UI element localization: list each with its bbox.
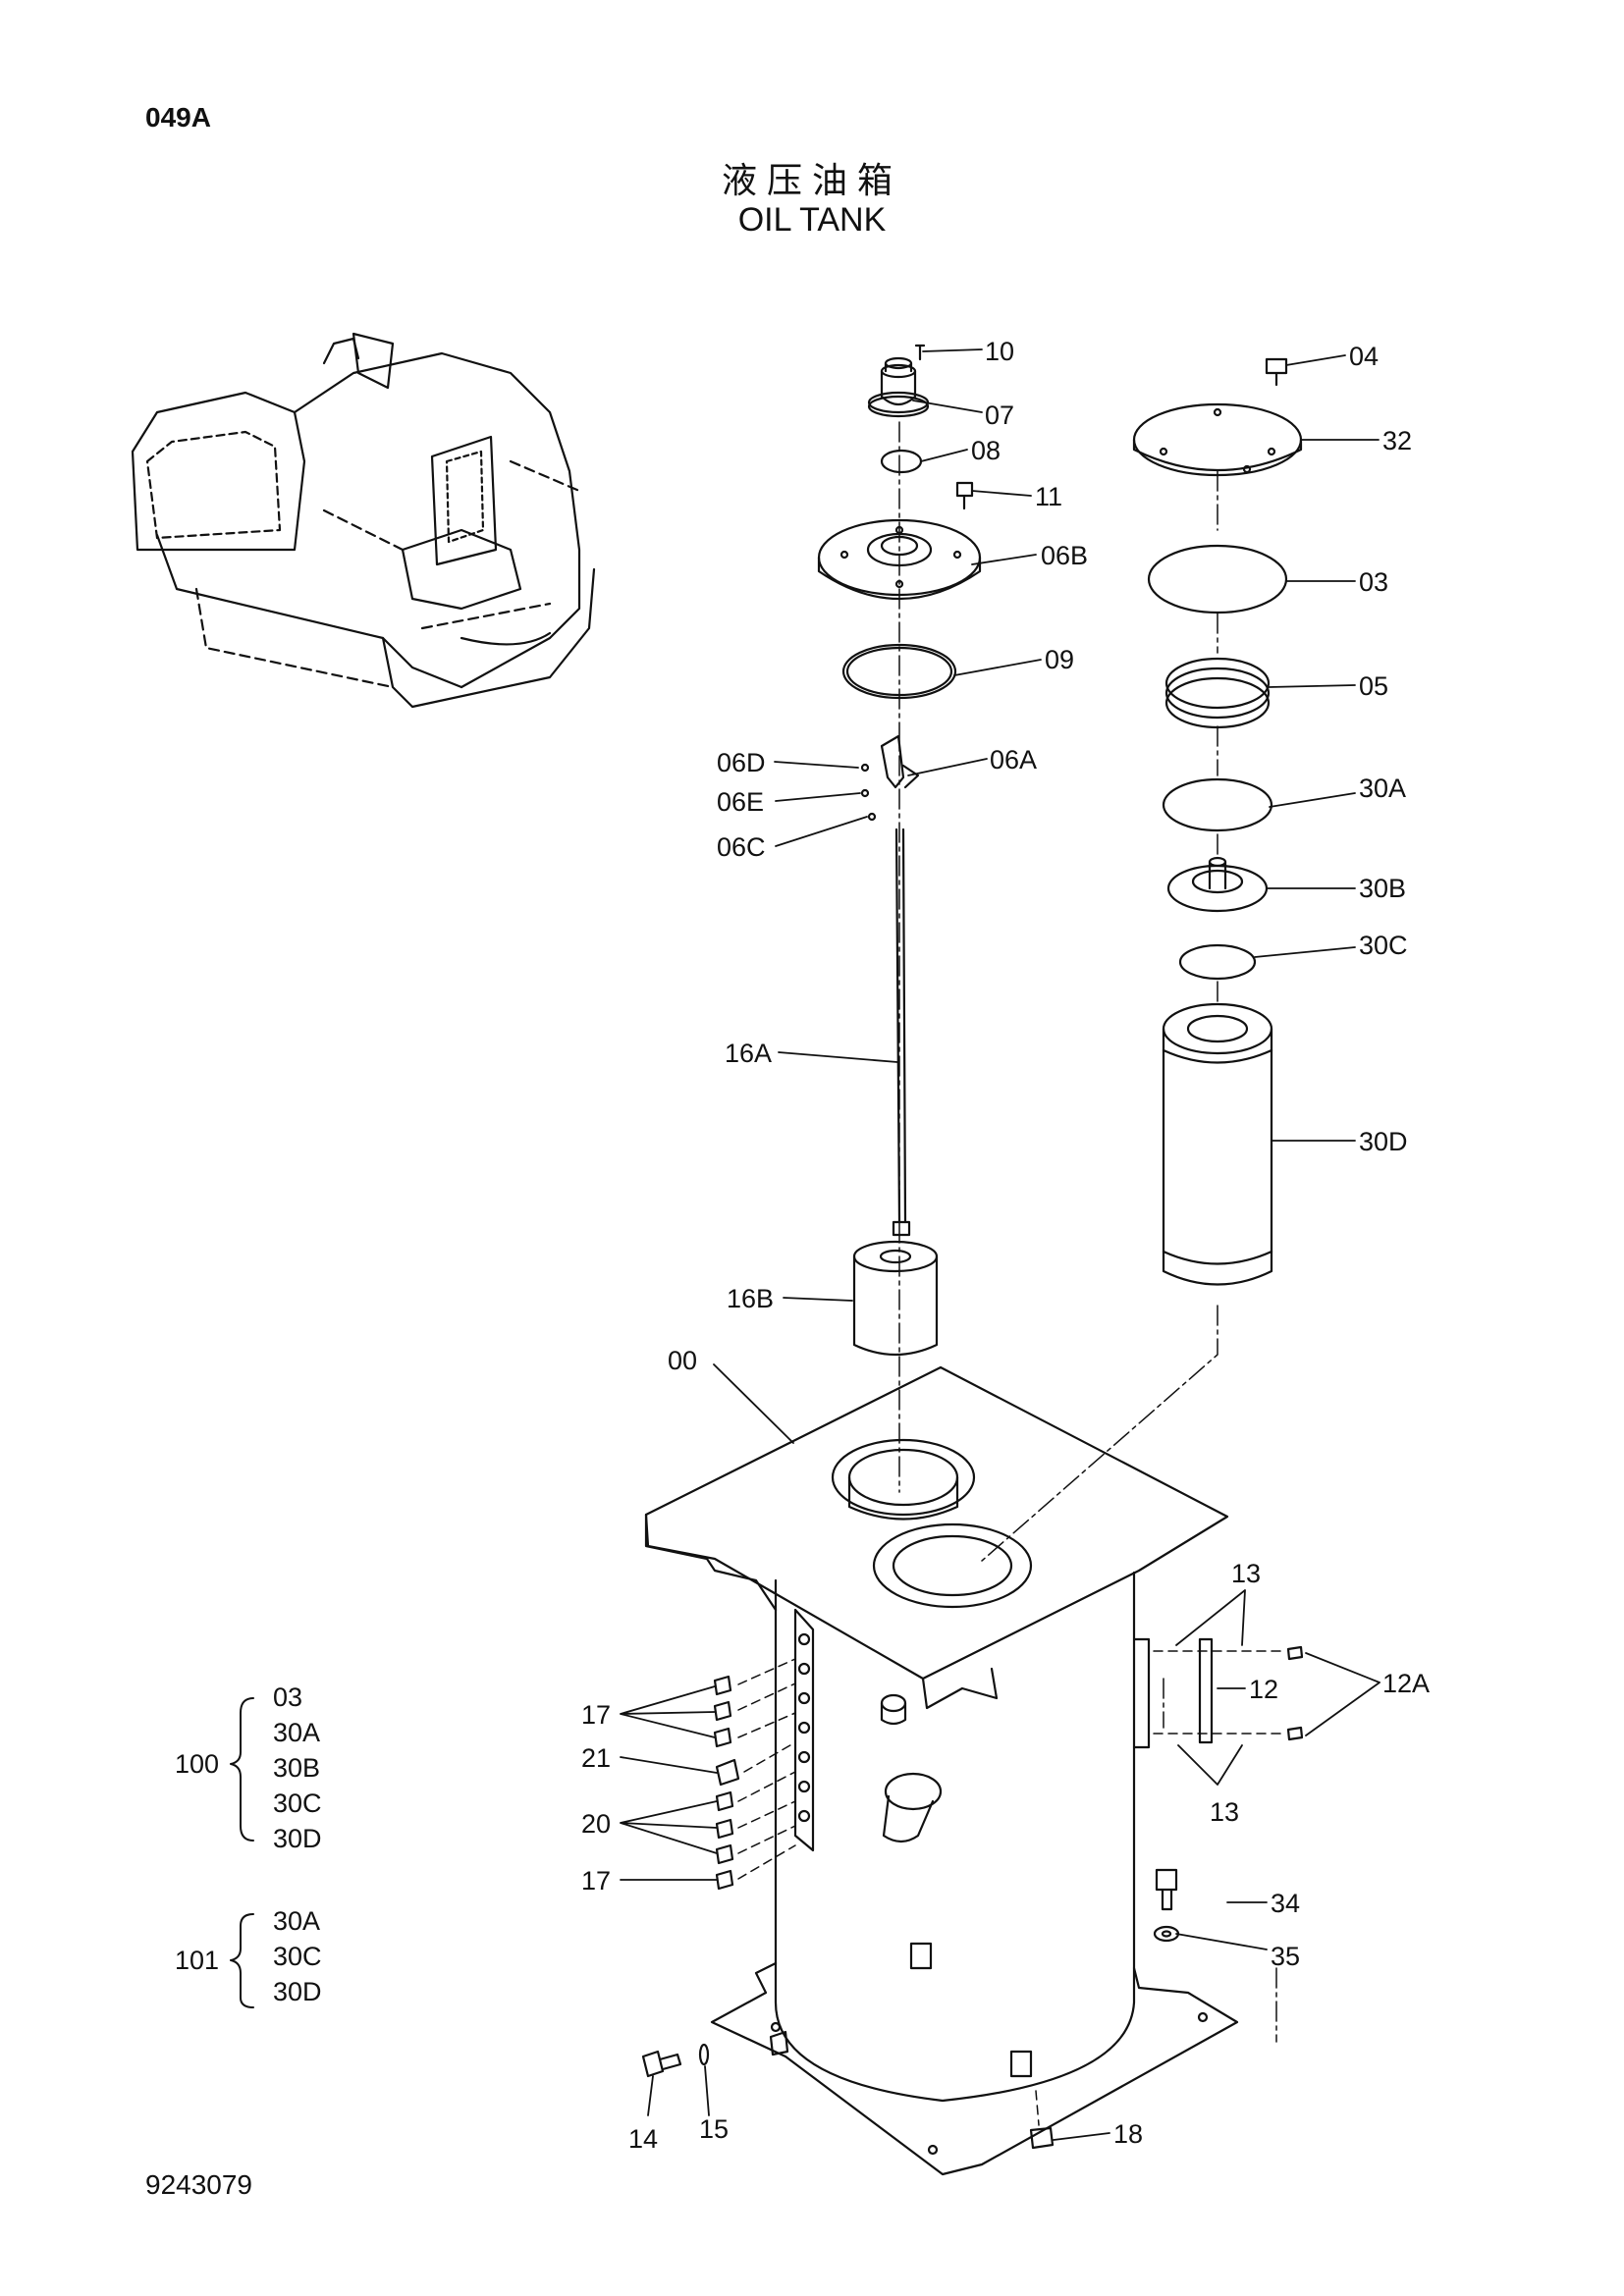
callout-10: 10 (985, 337, 1014, 366)
callout-06A: 06A (990, 745, 1037, 774)
callout-17-top: 17 (581, 1700, 611, 1730)
callout-06B: 06B (1041, 541, 1088, 570)
callout-30A: 30A (1359, 774, 1406, 803)
callout-30C: 30C (1359, 931, 1408, 960)
callout-20: 20 (581, 1809, 611, 1839)
callout-16A: 16A (725, 1039, 772, 1068)
title-chinese: 液压油箱 (721, 161, 902, 201)
kit-101-part: 30D (273, 1977, 322, 2006)
callout-09: 09 (1045, 645, 1074, 674)
callout-13-top: 13 (1231, 1559, 1261, 1588)
callout-06E: 06E (717, 787, 764, 817)
tank-fittings (641, 1645, 1304, 2150)
callout-07: 07 (985, 400, 1014, 430)
callout-labels: 10 07 08 11 06B 09 06A 06D 06E 06C 16A 1… (581, 337, 1430, 2154)
kit-list-101: 101 30A 30C 30D (175, 1906, 322, 2006)
title-english: OIL TANK (737, 201, 887, 239)
kit-101-number: 101 (175, 1946, 219, 1975)
callout-05: 05 (1359, 671, 1388, 701)
oil-tank-body (644, 1365, 1239, 2176)
callout-32: 32 (1382, 426, 1412, 455)
page-code: 049A (145, 102, 211, 133)
kit-100-number: 100 (175, 1749, 219, 1779)
callout-11: 11 (1035, 482, 1062, 511)
callout-13-bottom: 13 (1210, 1797, 1239, 1827)
callout-35: 35 (1271, 1942, 1300, 1971)
callout-03: 03 (1359, 567, 1388, 597)
callout-30D: 30D (1359, 1127, 1408, 1156)
leader-lines (620, 348, 1380, 2141)
callout-08: 08 (971, 436, 1001, 465)
kit-101-part: 30A (273, 1906, 320, 1936)
callout-17-bottom: 17 (581, 1866, 611, 1896)
kit-100-part: 30A (273, 1718, 320, 1747)
callout-04: 04 (1349, 342, 1379, 371)
kit-braces (230, 1697, 254, 2008)
callout-14: 14 (628, 2124, 658, 2154)
callout-06C: 06C (717, 832, 766, 862)
callout-21: 21 (581, 1743, 611, 1773)
kit-100-part: 30B (273, 1753, 320, 1783)
callout-15: 15 (699, 2114, 729, 2144)
callout-00: 00 (668, 1346, 697, 1375)
kit-100-part: 30C (273, 1789, 322, 1818)
callout-30B: 30B (1359, 874, 1406, 903)
callout-12: 12 (1249, 1675, 1278, 1704)
kit-100-part: 30D (273, 1824, 322, 1853)
kit-101-part: 30C (273, 1942, 322, 1971)
excavator-locator-icon (131, 332, 596, 709)
kit-100-part: 03 (273, 1682, 302, 1712)
callout-34: 34 (1271, 1889, 1300, 1918)
kit-list-100: 100 03 30A 30B 30C 30D (175, 1682, 322, 1853)
document-number: 9243079 (145, 2169, 253, 2200)
callout-12A: 12A (1382, 1669, 1430, 1698)
callout-16B: 16B (727, 1284, 774, 1313)
callout-06D: 06D (717, 748, 766, 777)
callout-18: 18 (1113, 2119, 1143, 2149)
